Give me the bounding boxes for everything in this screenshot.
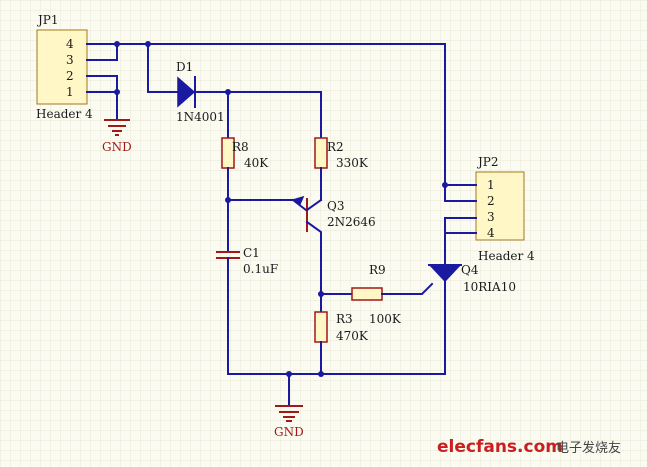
jp2-pin-3: 3 [487, 210, 495, 224]
watermark-site: elecfans.com [437, 437, 563, 457]
q4-value: 10RIA10 [463, 280, 516, 294]
ground-rail [227, 371, 446, 405]
jp2-pin-4: 4 [487, 226, 495, 240]
q4-ref: Q4 [461, 263, 479, 277]
jp1-pin-1: 1 [66, 85, 74, 99]
ground-symbol-top: GND [102, 119, 132, 154]
d1-value: 1N4001 [176, 110, 225, 124]
r9-value: 100K [369, 312, 402, 326]
r2-value: 330K [336, 156, 369, 170]
r9-ref: R9 [369, 263, 386, 277]
r3-ref: R3 [336, 312, 353, 326]
jp1-pin-4: 4 [66, 37, 74, 51]
r2-resistor[interactable]: R2 330K [314, 91, 369, 201]
r8-resistor[interactable]: R8 40K [221, 91, 269, 201]
d1-ref: D1 [176, 60, 193, 74]
q4-scr[interactable]: Q4 10RIA10 [428, 43, 516, 375]
gnd-label-top: GND [102, 140, 132, 154]
jp1-body [36, 29, 88, 105]
c1-value: 0.1uF [243, 262, 278, 276]
r9-resistor[interactable]: R9 100K [318, 263, 434, 326]
ground-symbol-bottom: GND [274, 405, 304, 439]
r8-ref: R8 [232, 140, 249, 154]
jp1-wiring [86, 41, 446, 119]
jp2-wiring [442, 182, 477, 234]
r8-value: 40K [244, 156, 269, 170]
jp1-value: Header 4 [36, 107, 93, 121]
r3-value: 470K [336, 329, 369, 343]
jp2-body [475, 171, 525, 241]
q3-value: 2N2646 [327, 215, 376, 229]
r3-resistor[interactable]: R3 470K [314, 293, 369, 375]
jp1-ref: JP1 [36, 13, 59, 27]
jp2-ref: JP2 [476, 155, 499, 169]
jp2-header[interactable]: JP2 Header 4 1 2 3 4 [475, 155, 535, 263]
jp2-pin-1: 1 [487, 178, 495, 192]
gnd-label-bottom: GND [274, 425, 304, 439]
d1-diode[interactable]: D1 1N4001 [147, 43, 322, 124]
c1-capacitor[interactable]: C1 0.1uF [216, 199, 278, 375]
jp1-pin-2: 2 [66, 69, 74, 83]
jp2-pin-2: 2 [487, 194, 495, 208]
q3-transistor[interactable]: Q3 2N2646 [225, 195, 376, 295]
jp1-header[interactable]: JP1 Header 4 4 3 2 1 [36, 13, 93, 121]
watermark-brand: 电子发烧友 [556, 440, 621, 456]
jp2-value: Header 4 [478, 249, 535, 263]
c1-ref: C1 [243, 246, 260, 260]
watermark: elecfans.com 电子发烧友 [437, 437, 621, 457]
r2-ref: R2 [327, 140, 344, 154]
q3-ref: Q3 [327, 199, 344, 213]
jp1-pin-3: 3 [66, 53, 74, 67]
